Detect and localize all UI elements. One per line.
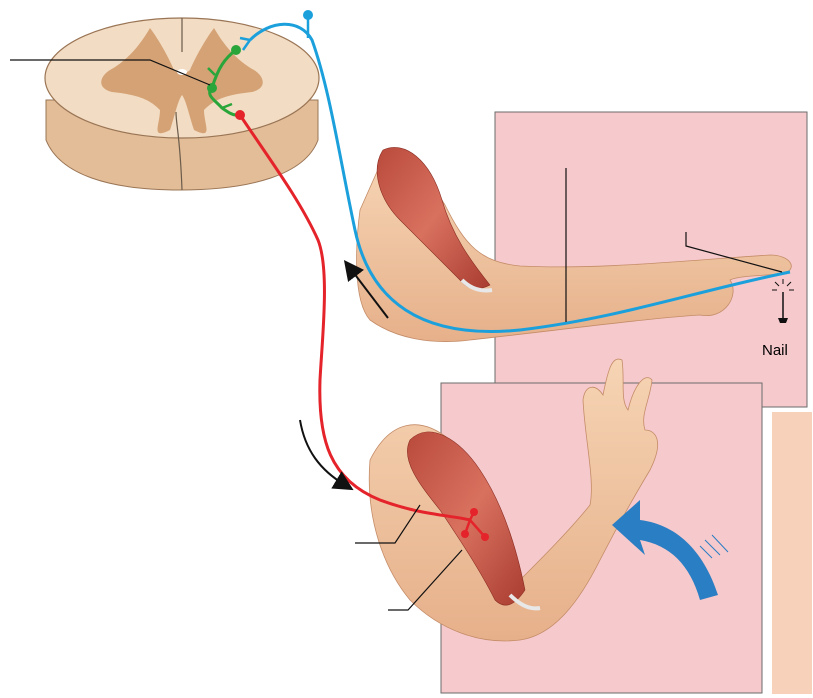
nail-label: Nail <box>762 342 788 359</box>
spinal-cord-cross-section <box>45 18 319 190</box>
